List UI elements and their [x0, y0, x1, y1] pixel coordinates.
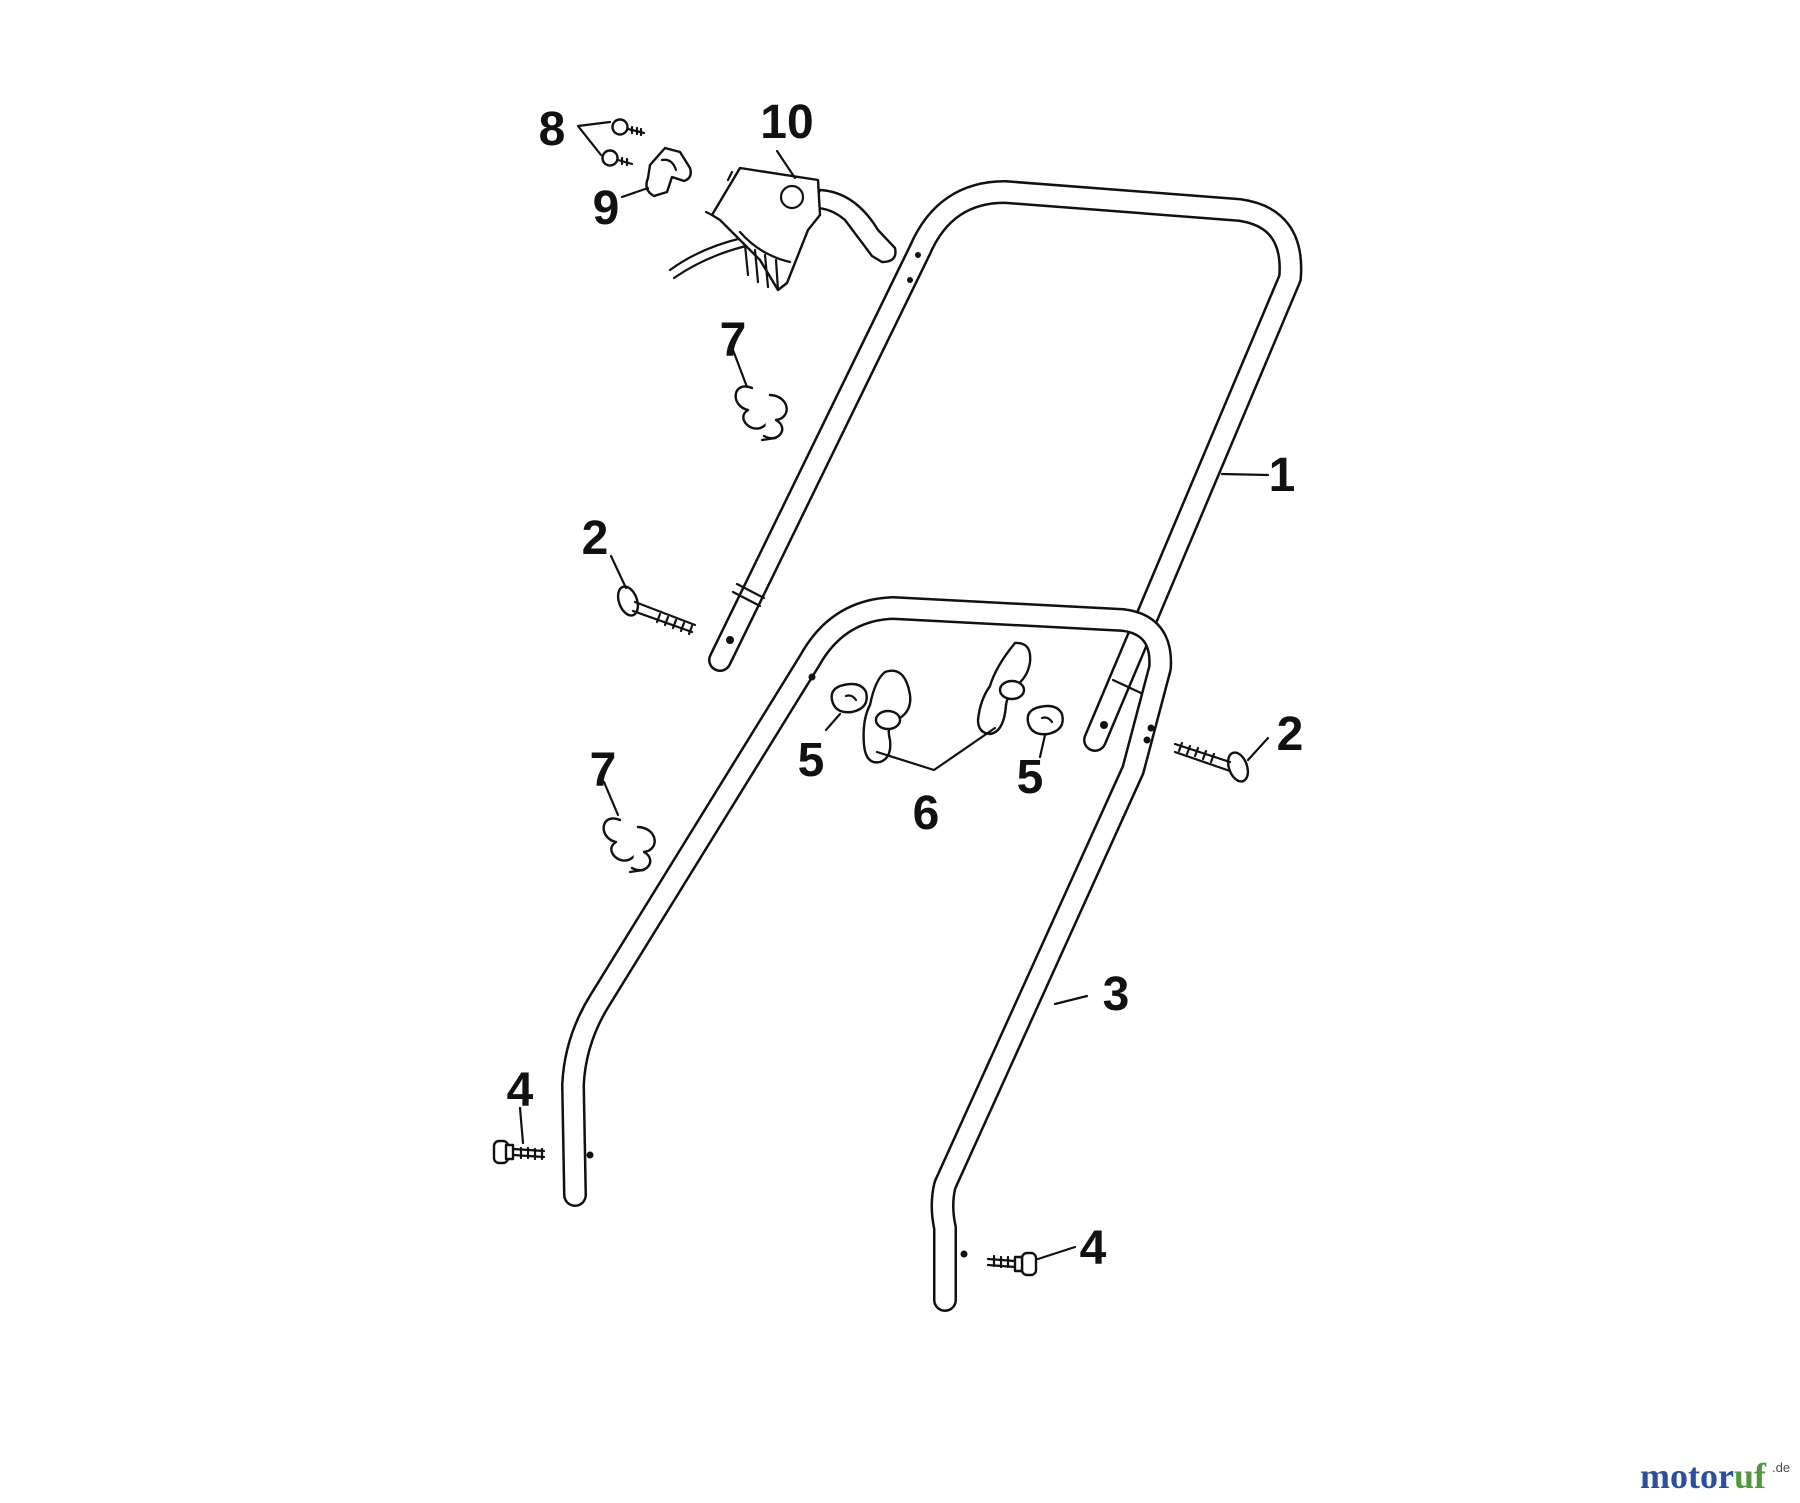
callout-7-clip-upper: 7: [720, 314, 747, 367]
leader-lines: [518, 120, 1270, 1261]
switch-box: [668, 166, 897, 292]
callout-8-switch-screws: 8: [539, 103, 566, 156]
washer: [1026, 704, 1064, 736]
watermark-suffix: .de: [1772, 1460, 1790, 1475]
bottom-screw: [986, 1251, 1038, 1277]
carriage-bolt: [616, 585, 697, 636]
cable-clip: [734, 385, 788, 442]
washer: [830, 682, 868, 714]
cable-clip: [602, 817, 656, 874]
callout-10-switch-box: 10: [760, 96, 813, 149]
callout-9-cable-holder: 9: [593, 182, 620, 235]
callout-4-screw-left: 4: [507, 1064, 534, 1117]
lower-handle-tube: [573, 608, 1160, 1300]
wing-knob: [976, 641, 1032, 736]
callout-5-washer-right: 5: [1017, 751, 1044, 804]
bottom-screw: [492, 1139, 546, 1165]
callout-2-bolt-left: 2: [582, 512, 609, 565]
callout-5-washer-left: 5: [798, 734, 825, 787]
watermark-uf: uf: [1734, 1456, 1767, 1496]
upper-handle-tube: [720, 192, 1290, 740]
callout-3-handle-lower: 3: [1103, 968, 1130, 1021]
callout-2-bolt-right: 2: [1277, 708, 1304, 761]
motoruf-watermark: motoruf .de: [1640, 1456, 1790, 1496]
callout-7-clip-lower: 7: [590, 744, 617, 797]
cable-holder: [645, 146, 692, 198]
svg-text:motoruf: motoruf: [1640, 1456, 1767, 1496]
watermark-motor: motor: [1640, 1456, 1734, 1496]
switch-screw: [601, 149, 634, 167]
switch-screw: [611, 118, 646, 137]
callout-4-screw-right: 4: [1080, 1222, 1107, 1275]
callout-6-wing-knobs: 6: [913, 787, 940, 840]
carriage-bolt: [1173, 741, 1250, 783]
wing-knob: [862, 669, 912, 764]
callout-1-handle-upper: 1: [1269, 449, 1296, 502]
